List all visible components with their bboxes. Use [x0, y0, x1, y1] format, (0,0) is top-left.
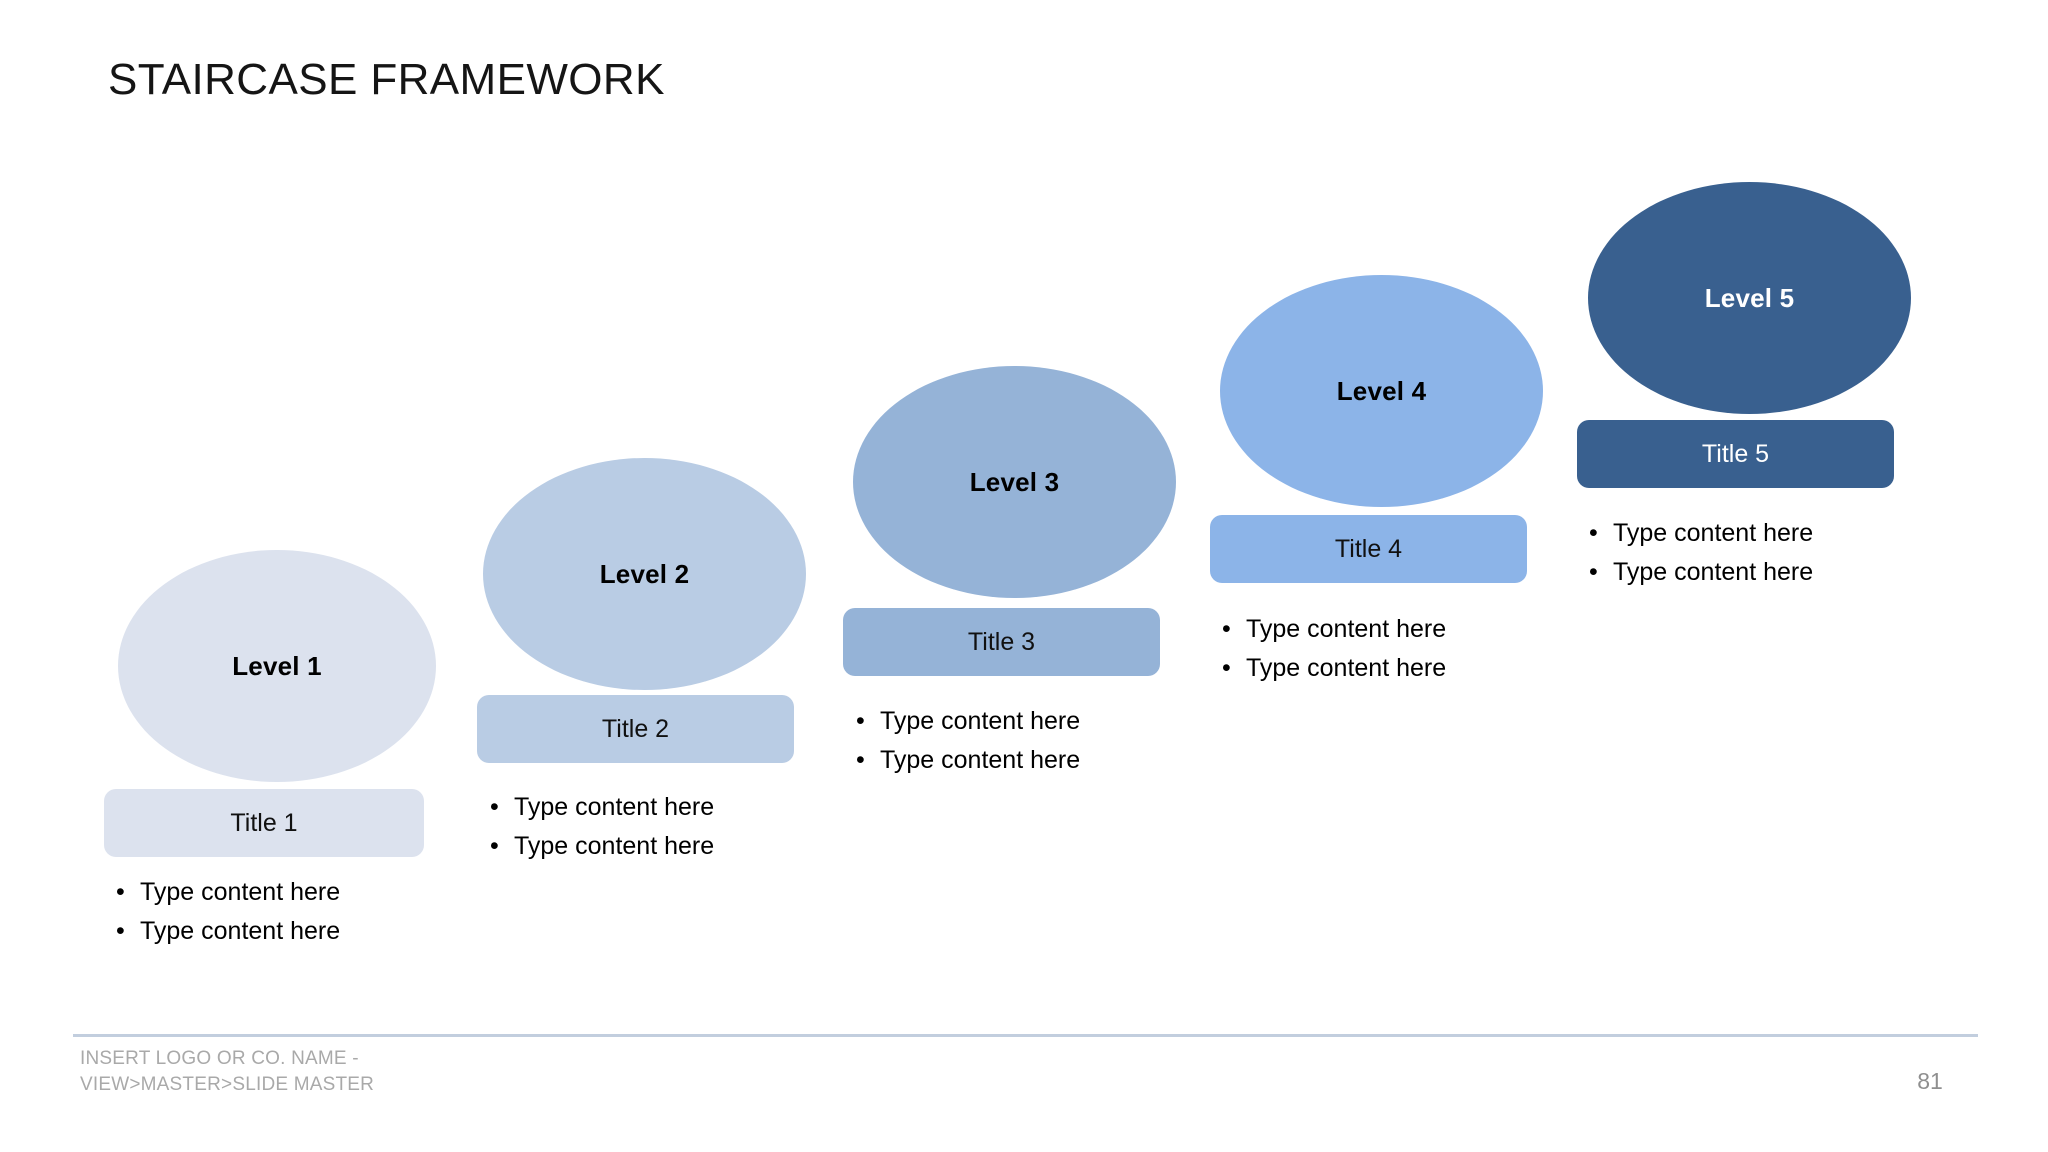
level-ellipse-3[interactable]: Level 3	[853, 366, 1176, 598]
title-box-label-5: Title 5	[1701, 439, 1770, 468]
footer-line-2: VIEW>MASTER>SLIDE MASTER	[80, 1073, 375, 1095]
level-ellipse-4[interactable]: Level 4	[1220, 275, 1543, 507]
footer-placeholder: INSERT LOGO OR CO. NAME - VIEW>MASTER>SL…	[80, 1046, 374, 1097]
level-ellipse-2[interactable]: Level 2	[483, 458, 806, 690]
footer-line-1: INSERT LOGO OR CO. NAME -	[80, 1048, 359, 1069]
list-item[interactable]: Type content here	[856, 709, 1080, 735]
title-box-2[interactable]: Title 2	[477, 695, 794, 763]
list-item[interactable]: Type content here	[116, 880, 340, 906]
title-box-3[interactable]: Title 3	[843, 608, 1160, 676]
level-ellipse-label-1: Level 1	[232, 650, 322, 681]
level-ellipse-label-3: Level 3	[969, 466, 1060, 497]
bullet-list-5: Type content here Type content here	[1589, 521, 1813, 599]
title-box-label-2: Title 2	[601, 714, 670, 743]
list-item[interactable]: Type content here	[1222, 617, 1446, 643]
page-title: STAIRCASE FRAMEWORK	[108, 55, 665, 104]
title-box-label-3: Title 3	[967, 627, 1036, 656]
bullet-list-4: Type content here Type content here	[1222, 617, 1446, 695]
title-box-5[interactable]: Title 5	[1577, 420, 1894, 488]
bullet-list-1: Type content here Type content here	[116, 880, 340, 958]
level-ellipse-5[interactable]: Level 5	[1588, 182, 1911, 414]
bullet-list-3: Type content here Type content here	[856, 709, 1080, 787]
level-ellipse-label-5: Level 5	[1704, 282, 1795, 313]
footer-divider	[73, 1034, 1978, 1037]
title-box-label-1: Title 1	[230, 808, 298, 837]
level-ellipse-label-2: Level 2	[599, 558, 690, 589]
list-item[interactable]: Type content here	[856, 748, 1080, 774]
list-item[interactable]: Type content here	[1589, 521, 1813, 547]
list-item[interactable]: Type content here	[490, 795, 714, 821]
list-item[interactable]: Type content here	[1589, 560, 1813, 586]
title-box-1[interactable]: Title 1	[104, 789, 424, 857]
level-ellipse-1[interactable]: Level 1	[118, 550, 436, 782]
list-item[interactable]: Type content here	[1222, 656, 1446, 682]
page-number: 81	[1917, 1068, 1943, 1094]
level-ellipse-label-4: Level 4	[1336, 375, 1427, 406]
title-box-4[interactable]: Title 4	[1210, 515, 1527, 583]
list-item[interactable]: Type content here	[490, 834, 714, 860]
list-item[interactable]: Type content here	[116, 919, 340, 945]
bullet-list-2: Type content here Type content here	[490, 795, 714, 873]
title-box-label-4: Title 4	[1334, 534, 1403, 563]
